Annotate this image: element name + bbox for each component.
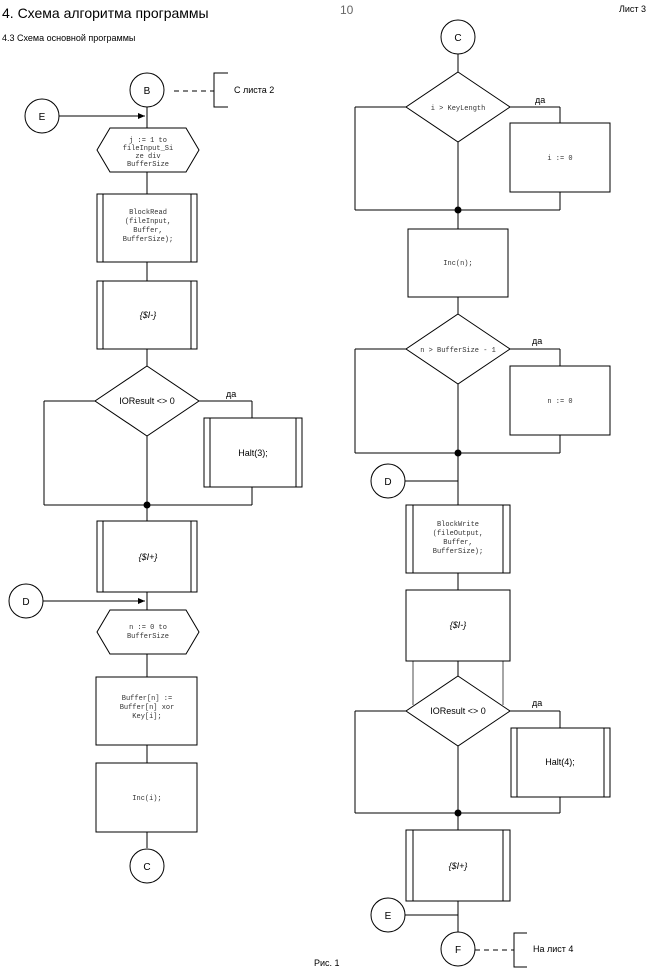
- page-number: 10: [340, 3, 354, 17]
- halt3-label: Halt(3);: [238, 448, 268, 458]
- halt4-label: Halt(4);: [545, 757, 575, 767]
- block-read-line1: BlockRead: [129, 209, 167, 217]
- block-write-line4: BufferSize);: [433, 548, 483, 556]
- loop-n-line2: BufferSize: [127, 633, 169, 641]
- decision-keylength: [405, 71, 511, 143]
- decision-yes-label: да: [226, 389, 236, 399]
- section-title: 4. Схема алгоритма программы: [2, 5, 209, 21]
- decision-keylength-label: i > KeyLength: [431, 105, 486, 113]
- halt4-process: [510, 727, 611, 798]
- decision-buffersize-label: n > BufferSize - 1: [420, 347, 496, 355]
- decision-ioresult: [94, 365, 200, 437]
- figure-caption: Рис. 1: [314, 958, 340, 968]
- directive-io-off: [96, 280, 198, 350]
- block-read-process: [96, 193, 198, 263]
- loop-j-hexagon: [96, 127, 200, 173]
- directive-io-off-right-label: {$I-}: [450, 620, 467, 630]
- directive-io-on-label: {$I+}: [139, 552, 158, 562]
- connector-f-label: F: [455, 945, 461, 956]
- assign-n-process: [509, 365, 611, 436]
- inc-i-label: Inc(i);: [132, 795, 161, 803]
- loop-n-line1: n := 0 to: [129, 624, 167, 632]
- connector-d-out-label: D: [384, 477, 391, 488]
- block-write-line3: Buffer,: [443, 539, 472, 547]
- assign-i-label: i := 0: [547, 155, 572, 163]
- directive-io-off-label: {$I-}: [140, 310, 157, 320]
- decision-ioresult-right-yes: да: [532, 698, 542, 708]
- inc-n-label: Inc(n);: [443, 260, 472, 268]
- junction-dot-3: [454, 809, 462, 817]
- connector-c-out-label: C: [143, 862, 150, 873]
- block-read-line3: Buffer,: [133, 227, 162, 235]
- halt3-process: [203, 417, 303, 488]
- junction-dot: [143, 501, 151, 509]
- connector-d-label: D: [22, 597, 29, 608]
- block-read-line4: BufferSize);: [123, 236, 173, 244]
- to-sheet-note: На лист 4: [533, 944, 573, 954]
- directive-io-off-right: [405, 589, 511, 662]
- block-write-process: [405, 504, 511, 574]
- right-flowchart: C i > KeyLength да i := 0 Inc(n); n > Bu…: [354, 19, 611, 968]
- connector-f: [440, 931, 476, 967]
- decision-keylength-yes: да: [535, 95, 545, 105]
- block-write-line2: (fileOutput,: [433, 530, 483, 538]
- block-read-line2: (fileInput,: [125, 218, 171, 226]
- connector-e-out-label: E: [385, 911, 392, 922]
- assign-i-process: [509, 122, 611, 193]
- directive-io-on-right-label: {$I+}: [449, 861, 468, 871]
- junction-dot-2: [454, 449, 462, 457]
- inc-n-process: [407, 228, 509, 298]
- connector-c-in: [440, 19, 476, 55]
- loop-n-hexagon: [96, 609, 200, 655]
- directive-io-on: [96, 520, 198, 593]
- connector-c-out: [129, 848, 165, 884]
- decision-ioresult-right: [405, 675, 511, 747]
- assign-n-label: n := 0: [547, 398, 572, 406]
- xor-process: [95, 676, 198, 746]
- block-write-line1: BlockWrite: [437, 521, 479, 529]
- loop-j-line3: ze div: [135, 153, 160, 161]
- decision-ioresult-right-label: IOResult <> 0: [430, 706, 486, 716]
- connector-e-label: E: [39, 112, 46, 123]
- inc-i-process: [95, 762, 198, 833]
- xor-line3: Key[i];: [132, 713, 161, 721]
- decision-buffersize-yes: да: [532, 336, 542, 346]
- decision-buffersize: [405, 313, 511, 385]
- left-flowchart: B С листа 2 E j := 1 to fileInput_Si ze …: [8, 72, 303, 884]
- loop-j-line2: fileInput_Si: [123, 145, 173, 153]
- loop-j-line4: BufferSize: [127, 161, 169, 169]
- xor-line2: Buffer[n] xor: [120, 704, 175, 712]
- directive-io-on-right: [405, 829, 511, 902]
- loop-j-line1: j := 1 to: [129, 137, 167, 145]
- connector-b-label: B: [144, 86, 151, 97]
- subsection-title: 4.3 Схема основной программы: [2, 33, 136, 43]
- xor-line1: Buffer[n] :=: [122, 695, 172, 703]
- junction-dot-1: [454, 206, 462, 214]
- connector-c-in-label: C: [454, 33, 461, 44]
- sheet-label: Лист 3: [618, 4, 646, 14]
- from-sheet-note: С листа 2: [234, 85, 274, 95]
- connector-b: [129, 72, 165, 108]
- decision-ioresult-label: IOResult <> 0: [119, 396, 175, 406]
